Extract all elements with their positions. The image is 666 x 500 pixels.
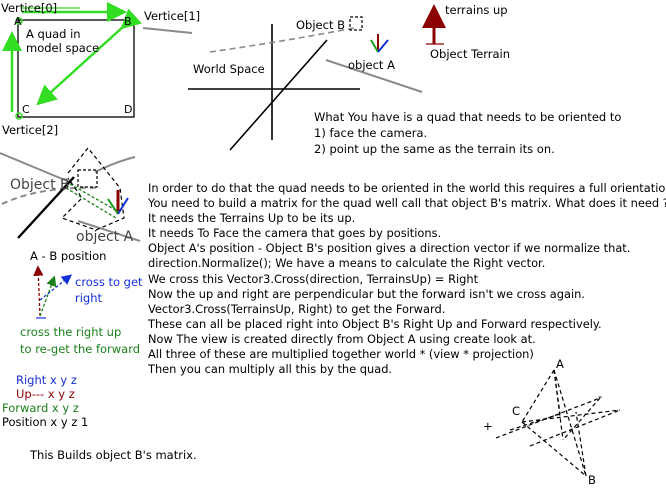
detail-gray-curve (94, 156, 136, 173)
vertice-1-label: Vertice[1] (144, 9, 201, 23)
matrix-position-row: Position x y z 1 (2, 415, 89, 429)
cross-green-arrow (39, 275, 57, 317)
detail-diagram (0, 147, 141, 242)
explanation-line-9: Vector3.Cross(TerrainsUp, Right) to get … (148, 301, 446, 316)
quad-label-b: B (124, 15, 132, 28)
vertice-0-label: Vertice[0] (1, 1, 58, 15)
quad-to-world-line (142, 27, 193, 34)
tetra-label-a: A (556, 357, 564, 371)
reget-forward-line2: to re-get the forward (20, 342, 141, 356)
world-space-label: World Space (193, 62, 265, 76)
tetra-label-minus: - (598, 389, 603, 403)
object-terrain-label: Object Terrain (430, 47, 511, 61)
explanation-line-6: direction.Normalize(); We have a means t… (148, 256, 546, 271)
quad-model-space (1, 2, 193, 120)
explanation-line-1: In order to do that the quad needs to be… (148, 181, 666, 195)
quad-label-a: A (14, 15, 22, 28)
world-dashed-path (209, 27, 355, 53)
explanation-block: In order to do that the quad needs to be… (148, 181, 666, 377)
world-object-a-green (370, 39, 379, 53)
terrains-up-label: terrains up (445, 3, 508, 17)
explanation-line-7: We cross this Vector3.Cross(direction, T… (148, 271, 479, 286)
world-space-diagram (188, 4, 446, 151)
explanation-line-11: Now The view is created directly from Ob… (148, 331, 536, 346)
explanation-line-10: These can all be placed right into Objec… (148, 316, 602, 331)
detail-object-b-box (77, 169, 98, 188)
detail-gray-top-line (0, 152, 73, 184)
quad-label-d: D (124, 103, 133, 116)
explanation-line-3: It needs the Terrains Up to be its up. (148, 211, 356, 226)
explanation-line-2: You need to build a matrix for the quad … (148, 196, 666, 211)
detail-gray-bottom-line (77, 220, 141, 242)
quad-label-c: C (22, 103, 30, 116)
vertice-2-label: Vertice[2] (2, 123, 59, 137)
ab-position-label: A - B position (30, 249, 107, 263)
detail-object-a-blue (117, 197, 129, 215)
quad-corner-c (15, 112, 23, 120)
quad-diagonal-arrow (36, 8, 142, 106)
detail-black-diagonal (17, 176, 75, 239)
intro-line-1: What You have is a quad that needs to be… (314, 110, 622, 124)
world-object-b-box (349, 16, 363, 31)
explanation-line-8: Now the up and right are perpendicular b… (148, 286, 585, 301)
explanation-line-13: Then you can multiply all this by the qu… (148, 362, 393, 377)
detail-dashed-outline (60, 147, 125, 231)
cross-red-arrow (33, 265, 44, 317)
cross-right-line1: cross to get (75, 275, 143, 289)
tetra-label-b: B (588, 473, 596, 487)
explanation-line-4: It needs To Face the camera that goes by… (148, 226, 442, 241)
detail-object-a-label: object A (76, 229, 134, 245)
quad-caption-line2: model space (26, 41, 100, 55)
quad-corner-a (15, 17, 23, 25)
world-z-axis (229, 39, 328, 151)
detail-object-a-green (107, 198, 119, 215)
detail-object-b-label: Object B (10, 177, 70, 193)
detail-green-dashed-1 (65, 187, 117, 219)
matrix-up-row: Up--- x y z (16, 387, 75, 401)
tetra-label-c: C (512, 404, 521, 418)
cross-blue-arrow (39, 274, 73, 301)
world-object-a-blue (377, 39, 389, 53)
tetra-label-plus: + (483, 419, 493, 433)
world-object-b-label: Object B (296, 18, 345, 32)
matrix-right-row: Right x y z (16, 373, 77, 387)
world-object-a-label: object A (348, 58, 395, 72)
explanation-line-12: All three of these are multiplied togeth… (148, 347, 534, 362)
detail-green-dashed-2 (69, 183, 120, 213)
tetrahedron-diagram (495, 369, 621, 477)
detail-dashed-curve (1, 186, 101, 205)
cross-right-line2: right (75, 291, 103, 305)
reget-forward-line1: cross the right up (20, 325, 122, 339)
world-camera-line (325, 59, 423, 93)
matrix-forward-row: Forward x y z (2, 401, 79, 415)
intro-line-3: 2) point up the same as the terrain its … (314, 142, 555, 156)
explanation-line-5: Object A's position - Object B's positio… (148, 241, 631, 256)
cross-arrows (33, 265, 73, 319)
intro-line-2: 1) face the camera. (314, 126, 428, 140)
quad-corner-b (129, 17, 137, 25)
builds-matrix-caption: This Builds object B's matrix. (30, 448, 197, 462)
quad-caption-line1: A quad in (26, 27, 81, 41)
